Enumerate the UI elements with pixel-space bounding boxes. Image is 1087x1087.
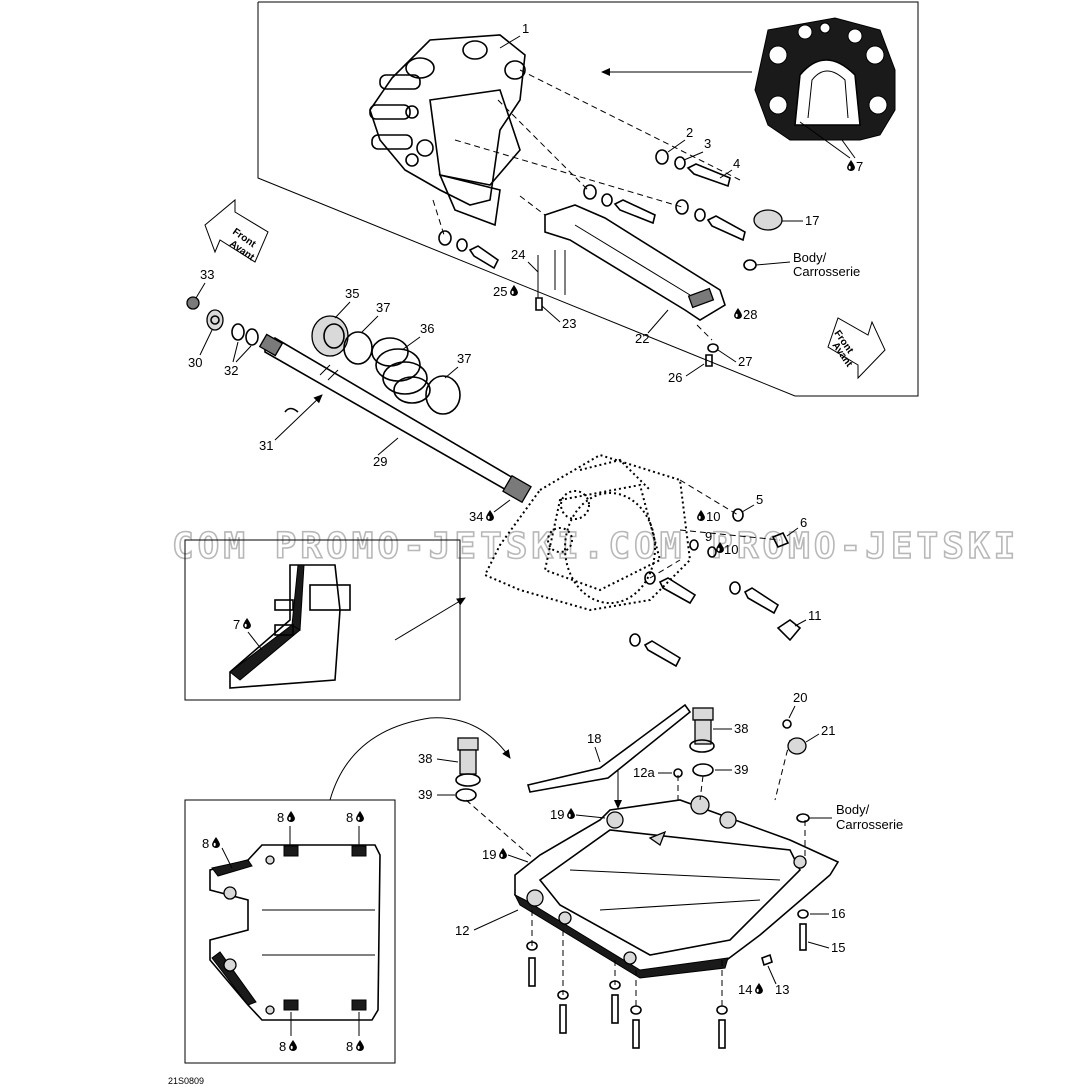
callout-15: 15: [831, 940, 845, 955]
callout-7: 7: [856, 159, 863, 174]
callout-23: 23: [562, 316, 576, 331]
callout-39a: 39: [734, 762, 748, 777]
callout-20: 20: [793, 690, 807, 705]
callout-8d: 8: [279, 1039, 286, 1054]
callout-7b: 7: [233, 617, 240, 632]
callout-18: 18: [587, 731, 601, 746]
callout-3: 3: [704, 136, 711, 151]
callout-38b: 38: [734, 721, 748, 736]
callout-21: 21: [821, 723, 835, 738]
callout-38a: 38: [418, 751, 432, 766]
jet-pump-support: [483, 453, 692, 612]
callout-5: 5: [756, 492, 763, 507]
callout-34: 34: [469, 509, 483, 524]
body-label-lower-1: Body/: [836, 802, 870, 817]
callout-36: 36: [420, 321, 434, 336]
callout-32: 32: [224, 363, 238, 378]
callout-35: 35: [345, 286, 359, 301]
inset-part-7: [229, 564, 351, 689]
fitting-38-right: [689, 707, 715, 777]
fastener-set-middle: [629, 508, 802, 668]
bolt-set-upper: [438, 149, 746, 270]
callout-19b: 19: [482, 847, 496, 862]
callout-39b: 39: [418, 787, 432, 802]
callout-14: 14: [738, 982, 752, 997]
callout-12a: 12a: [633, 765, 655, 780]
callout-28: 28: [743, 307, 757, 322]
callout-33: 33: [200, 267, 214, 282]
curved-arrow: [329, 717, 511, 801]
callout-8b: 8: [346, 810, 353, 825]
callout-24: 24: [511, 247, 525, 262]
watermark-text: COM PROMO-JETSKI.COM PROMO-JETSKI: [172, 526, 1019, 567]
diagram-code: 21S0809: [168, 1076, 204, 1086]
callout-31: 31: [259, 438, 273, 453]
callout-8c: 8: [202, 836, 209, 851]
callout-6: 6: [800, 515, 807, 530]
callout-17: 17: [805, 213, 819, 228]
callout-26: 26: [668, 370, 682, 385]
callout-37b: 37: [457, 351, 471, 366]
body-label-upper-2: Carrosserie: [793, 264, 860, 279]
upper-panel-frame: [257, 1, 919, 397]
ride-plate: [513, 795, 840, 979]
inset-box-8: [184, 799, 396, 1064]
boot-and-clamps: [311, 315, 461, 415]
callout-4: 4: [733, 156, 740, 171]
callout-11: 11: [808, 608, 822, 623]
inset-ride-plate-8: [209, 844, 381, 1021]
callout-27: 27: [738, 354, 752, 369]
pump-housing-front-view: [754, 17, 896, 159]
body-label-upper-1: Body/: [793, 250, 827, 265]
callout-2: 2: [686, 125, 693, 140]
callout-12: 12: [455, 923, 469, 938]
lower-bolts: [526, 909, 809, 1049]
callout-19a: 19: [550, 807, 564, 822]
callout-30: 30: [188, 355, 202, 370]
callout-8a: 8: [277, 810, 284, 825]
support-bracket: [535, 204, 726, 367]
body-label-lower-2: Carrosserie: [836, 817, 903, 832]
callout-13: 13: [775, 982, 789, 997]
front-arrow-right: Front Avant: [827, 317, 886, 380]
callout-37a: 37: [376, 300, 390, 315]
callout-22: 22: [635, 331, 649, 346]
callout-9: 9: [705, 529, 712, 544]
drive-shaft-group: [186, 296, 532, 504]
callout-10a: 10: [706, 509, 720, 524]
callout-25: 25: [493, 284, 507, 299]
callout-8e: 8: [346, 1039, 353, 1054]
pump-housing: [369, 34, 526, 227]
callout-10b: 10: [724, 542, 738, 557]
callout-labels: 1 2 3 4 7 17 Body/ Carrosserie 24 25 23 …: [188, 21, 903, 1054]
callout-1: 1: [522, 21, 529, 36]
callout-29: 29: [373, 454, 387, 469]
front-arrow-left: Front Avant: [204, 198, 269, 264]
inset-box-7: [184, 539, 461, 701]
wear-ring-18: [527, 703, 692, 793]
fitting-38-left: [455, 737, 481, 802]
plug: [753, 209, 783, 231]
callout-16: 16: [831, 906, 845, 921]
